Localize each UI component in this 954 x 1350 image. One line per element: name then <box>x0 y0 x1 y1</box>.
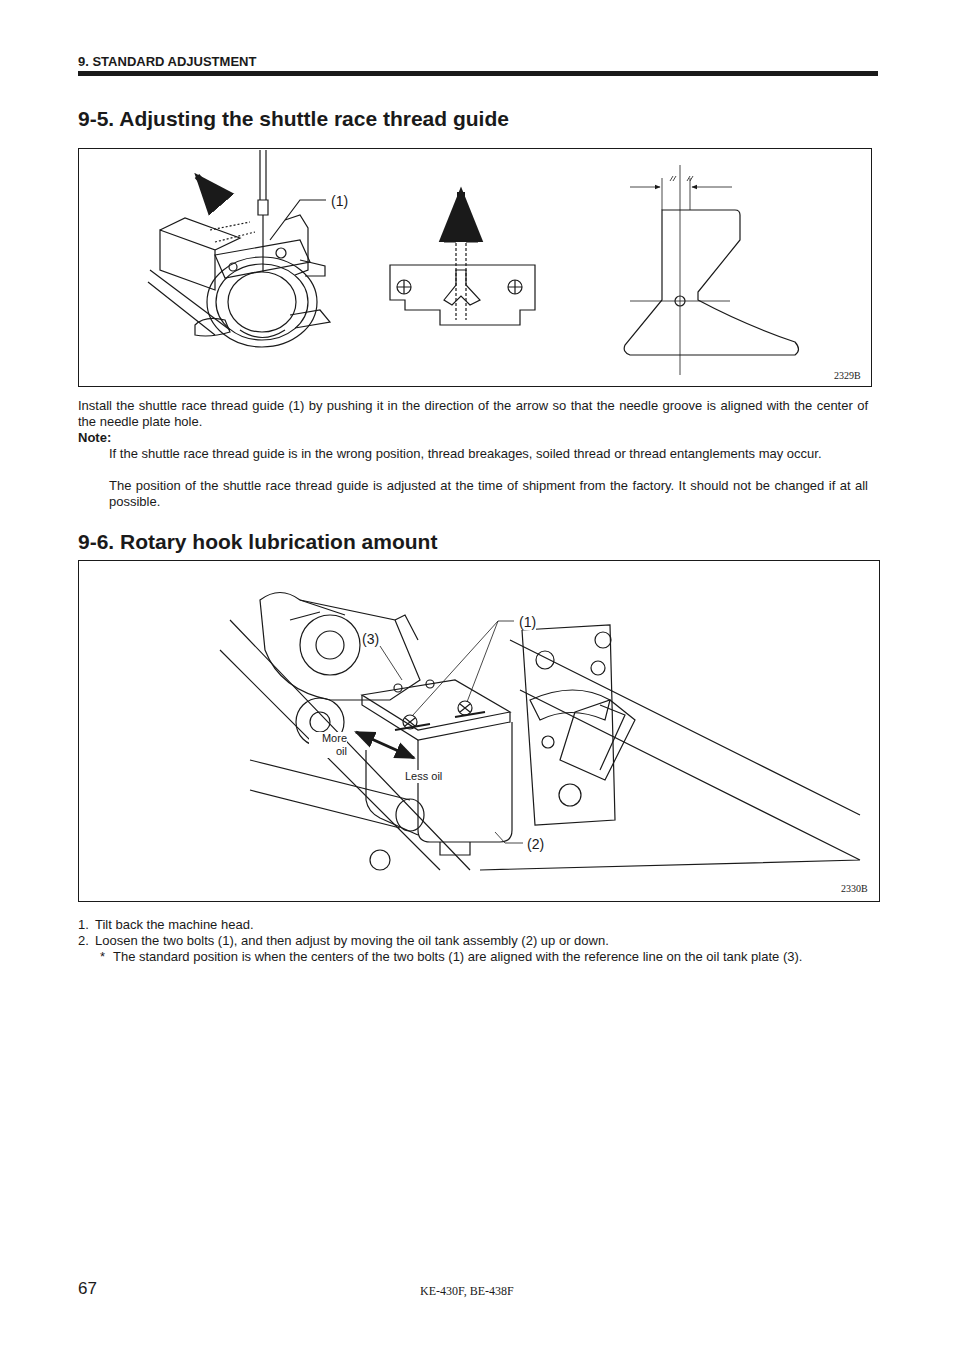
callout-label: More oil <box>309 732 347 758</box>
step-number: 2. <box>78 933 89 949</box>
callout-label: (2) <box>527 836 544 852</box>
footnote-mark: * <box>100 949 105 965</box>
step-text: Tilt back the machine head. <box>95 917 868 933</box>
oil-tank-drawing <box>220 593 860 871</box>
guide-shape-drawing <box>624 165 798 375</box>
figure-frame: (1) 2329B <box>78 148 872 387</box>
callout-label: (3) <box>362 631 379 647</box>
step-number: 1. <box>78 917 89 933</box>
needle-plate-drawing <box>390 238 535 325</box>
callout-label: (1) <box>519 614 536 630</box>
oil-adjust-arrow <box>356 732 414 758</box>
running-header: 9. STANDARD ADJUSTMENT <box>78 54 256 69</box>
hook-drawing <box>148 150 330 347</box>
callout-label: (1) <box>331 193 348 209</box>
figure-code: 2329B <box>834 370 861 382</box>
figure-code: 2330B <box>841 883 868 895</box>
header-rule <box>78 71 878 76</box>
section-heading: 9-5. Adjusting the shuttle race thread g… <box>78 107 509 131</box>
page-number: 67 <box>78 1279 97 1299</box>
figure-frame: (1) (3) More oilLess oil (2) 2330B <box>78 560 880 902</box>
direction-arrow <box>457 192 465 220</box>
callout-label: Less oil <box>405 770 443 783</box>
section-heading: 9-6. Rotary hook lubrication amount <box>78 530 437 554</box>
note-text: The position of the shuttle race thread … <box>109 478 868 510</box>
model-name: KE-430F, BE-438F <box>420 1284 514 1299</box>
step-text: Loosen the two bolts (1), and then adjus… <box>95 933 868 949</box>
body-text: Install the shuttle race thread guide (1… <box>78 398 868 430</box>
footnote-text: The standard position is when the center… <box>113 949 868 965</box>
note-heading: Note: <box>78 430 111 446</box>
note-text: If the shuttle race thread guide is in t… <box>109 446 868 462</box>
direction-arrow <box>197 176 215 197</box>
